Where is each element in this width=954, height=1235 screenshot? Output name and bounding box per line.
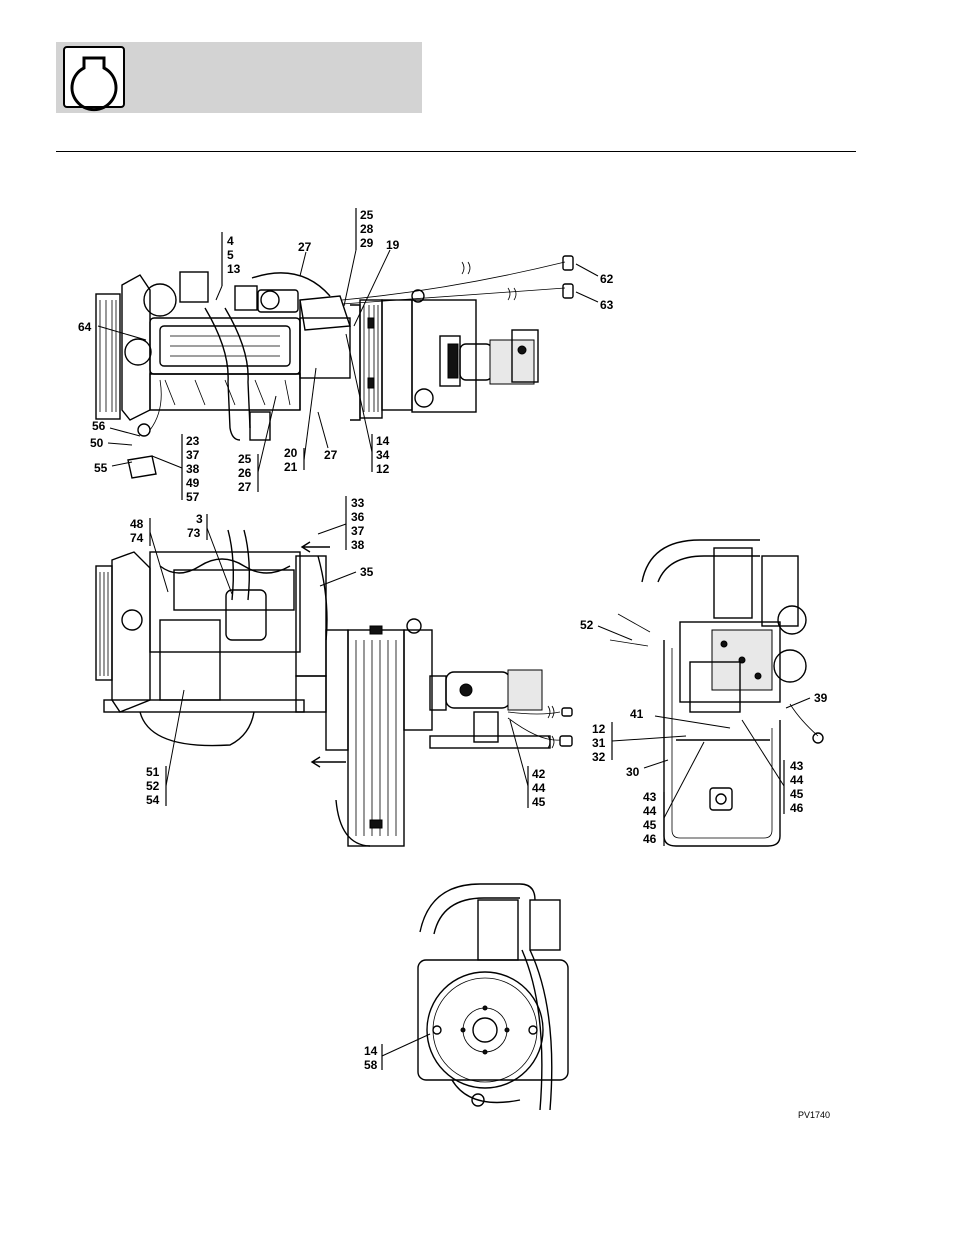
callout-label: 45 xyxy=(643,818,657,832)
callout-label: 73 xyxy=(187,526,201,540)
callout-label: 39 xyxy=(814,691,828,705)
callout-label: 55 xyxy=(94,461,108,475)
engine-rear-view xyxy=(417,883,569,1111)
callout-label: 23 xyxy=(186,434,200,448)
callout-label: 51 xyxy=(146,765,160,779)
callout-label: 58 xyxy=(364,1058,378,1072)
callout-label: 27 xyxy=(298,240,312,254)
callout-label: 19 xyxy=(386,238,400,252)
callout-label: 38 xyxy=(351,538,365,552)
callout-label: 29 xyxy=(360,236,374,250)
callout-label: 50 xyxy=(90,436,104,450)
callout-label: 25 xyxy=(360,208,374,222)
callout-label: 20 xyxy=(284,446,298,460)
callout-label: 36 xyxy=(351,510,365,524)
callout-label: 34 xyxy=(376,448,390,462)
callout-label: 37 xyxy=(186,448,200,462)
drawing-id: PV1740 xyxy=(798,1110,830,1120)
engine-side-view xyxy=(95,529,573,847)
callout-label: 41 xyxy=(630,707,644,721)
callout-label: 21 xyxy=(284,460,298,474)
callout-label: 74 xyxy=(130,531,144,545)
callout-label: 44 xyxy=(532,781,546,795)
callout-label: 37 xyxy=(351,524,365,538)
callout-label: 46 xyxy=(643,832,657,846)
callout-label: 42 xyxy=(532,767,546,781)
callout-label: 26 xyxy=(238,466,252,480)
callout-label: 46 xyxy=(790,801,804,815)
callout-label: 45 xyxy=(790,787,804,801)
callout-label: 38 xyxy=(186,462,200,476)
callout-label: 56 xyxy=(92,419,106,433)
callout-label: 63 xyxy=(600,298,614,312)
callout-label: 35 xyxy=(360,565,374,579)
callout-label: 28 xyxy=(360,222,374,236)
callout-label: 57 xyxy=(186,490,200,504)
callout-label: 30 xyxy=(626,765,640,779)
callout-label: 45 xyxy=(532,795,546,809)
callout-label: 43 xyxy=(643,790,657,804)
callout-label: 33 xyxy=(351,496,365,510)
callout-label: 4 xyxy=(227,234,234,248)
callout-label: 62 xyxy=(600,272,614,286)
callout-label: 27 xyxy=(238,480,252,494)
callout-label: 3 xyxy=(196,512,203,526)
engine-icon xyxy=(63,46,125,112)
callout-label: 52 xyxy=(146,779,160,793)
callout-label: 49 xyxy=(186,476,200,490)
callout-label: 43 xyxy=(790,759,804,773)
callout-label: 48 xyxy=(130,517,144,531)
callout-label: 25 xyxy=(238,452,252,466)
callout-label: 44 xyxy=(643,804,657,818)
callout-label: 14 xyxy=(364,1044,378,1058)
callout-label: 5 xyxy=(227,248,234,262)
callout-label: 32 xyxy=(592,750,606,764)
callout-label: 52 xyxy=(580,618,594,632)
callout-label: 64 xyxy=(78,320,92,334)
callout-label: 44 xyxy=(790,773,804,787)
engine-top-view xyxy=(95,255,574,479)
callout-label: 13 xyxy=(227,262,241,276)
engine-front-view xyxy=(609,539,824,847)
header-rule xyxy=(56,151,856,152)
callout-label: 12 xyxy=(592,722,606,736)
callout-label: 31 xyxy=(592,736,606,750)
callout-label: 14 xyxy=(376,434,390,448)
callout-label: 54 xyxy=(146,793,160,807)
callout-labels: 4 5 13 27 25 28 29 19 62 63 64 56 50 55 … xyxy=(78,208,830,1120)
callout-label: 27 xyxy=(324,448,338,462)
callout-leaders xyxy=(97,208,811,1070)
callout-label: 12 xyxy=(376,462,390,476)
